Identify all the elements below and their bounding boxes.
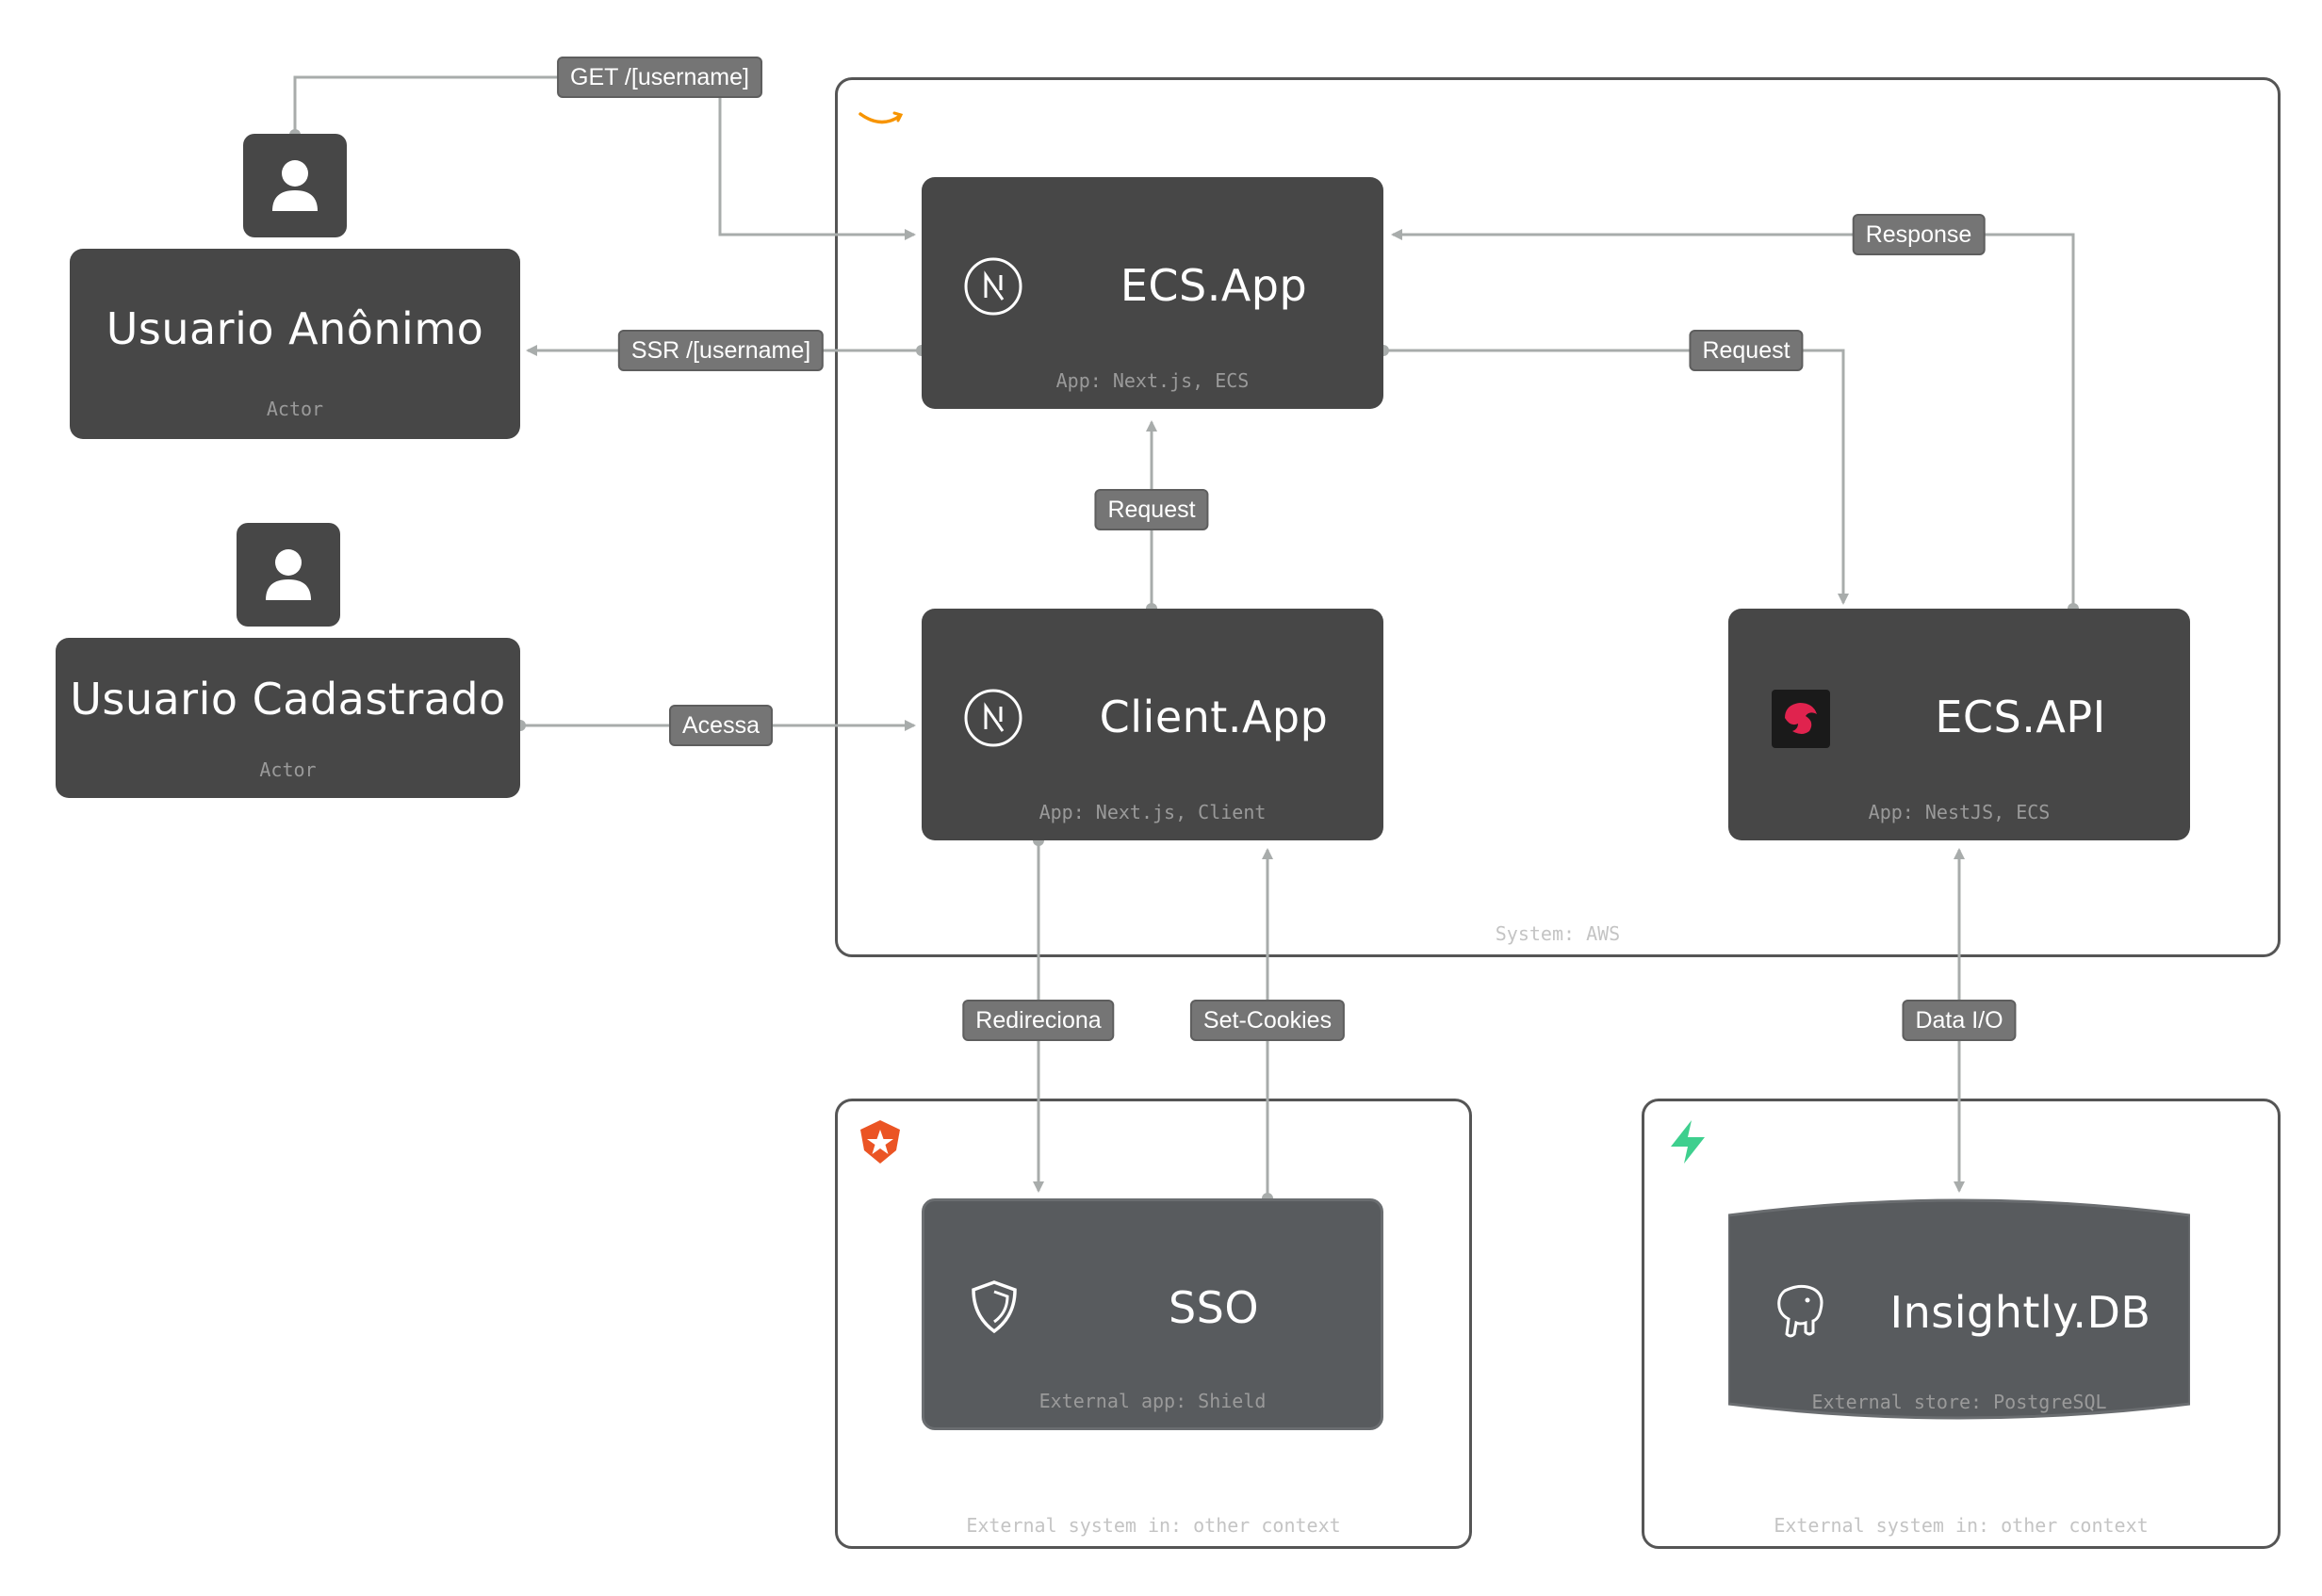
actor-usuario-anonimo[interactable]: Usuario Anônimo Actor bbox=[70, 249, 520, 439]
container-insightly-db[interactable]: Insightly.DB External store: PostgreSQL bbox=[1728, 1198, 2190, 1430]
actor-cadastrado-title: Usuario Cadastrado bbox=[70, 674, 506, 725]
supabase-system-label: External system in: other context bbox=[1774, 1514, 2149, 1537]
ecs-api-subtitle: App: NestJS, ECS bbox=[1868, 801, 2051, 823]
edge-label-ssr-username: SSR /[username] bbox=[617, 330, 825, 371]
db-title: Insightly.DB bbox=[1889, 1287, 2151, 1338]
ecs-app-title: ECS.App bbox=[1120, 260, 1308, 311]
actor-anonimo-title: Usuario Anônimo bbox=[106, 303, 484, 354]
edge-response bbox=[1391, 229, 2075, 609]
nestjs-icon bbox=[1772, 690, 1830, 752]
edge-label-redireciona: Redireciona bbox=[962, 1000, 1115, 1041]
shield-icon bbox=[968, 1278, 1021, 1339]
supabase-icon bbox=[1665, 1118, 1710, 1169]
actor-usuario-cadastrado[interactable]: Usuario Cadastrado Actor bbox=[56, 638, 520, 798]
container-ecs-app[interactable]: ECS.App App: Next.js, ECS bbox=[922, 177, 1383, 409]
sso-title: SSO bbox=[1168, 1282, 1260, 1333]
edge-label-set-cookies: Set-Cookies bbox=[1189, 1000, 1346, 1041]
auth0-system-label: External system in: other context bbox=[966, 1514, 1341, 1537]
nextjs-icon bbox=[963, 256, 1023, 320]
container-sso[interactable]: SSO External app: Shield bbox=[922, 1198, 1383, 1430]
ecs-api-title: ECS.API bbox=[1935, 692, 2106, 742]
edge-request-api bbox=[1383, 349, 1849, 605]
ecs-app-subtitle: App: Next.js, ECS bbox=[1055, 369, 1250, 392]
auth0-icon bbox=[858, 1118, 902, 1169]
db-subtitle: External store: PostgreSQL bbox=[1811, 1391, 2107, 1413]
container-ecs-api[interactable]: ECS.API App: NestJS, ECS bbox=[1728, 609, 2190, 840]
edge-label-get-username: GET /[username] bbox=[557, 57, 762, 98]
actor-anonimo-subtitle: Actor bbox=[266, 398, 324, 420]
edge-get-username bbox=[293, 75, 916, 240]
actor-cadastrado-subtitle: Actor bbox=[259, 758, 317, 781]
client-app-title: Client.App bbox=[1099, 692, 1329, 742]
person-icon-cadastrado bbox=[237, 523, 340, 627]
person-icon-anonimo bbox=[243, 134, 347, 237]
client-app-subtitle: App: Next.js, Client bbox=[1038, 801, 1267, 823]
nextjs-icon bbox=[963, 688, 1023, 752]
amazon-smile-icon bbox=[857, 108, 906, 133]
container-client-app[interactable]: Client.App App: Next.js, Client bbox=[922, 609, 1383, 840]
edge-label-data-io: Data I/O bbox=[1902, 1000, 2017, 1041]
edge-label-acessa: Acessa bbox=[669, 705, 773, 746]
aws-system-label: System: AWS bbox=[1495, 922, 1621, 945]
edge-label-response: Response bbox=[1852, 214, 1986, 255]
edge-label-request-api: Request bbox=[1689, 330, 1804, 371]
sso-subtitle: External app: Shield bbox=[1038, 1390, 1267, 1412]
edge-label-request-client: Request bbox=[1094, 489, 1209, 530]
postgresql-elephant-icon bbox=[1772, 1281, 1828, 1344]
